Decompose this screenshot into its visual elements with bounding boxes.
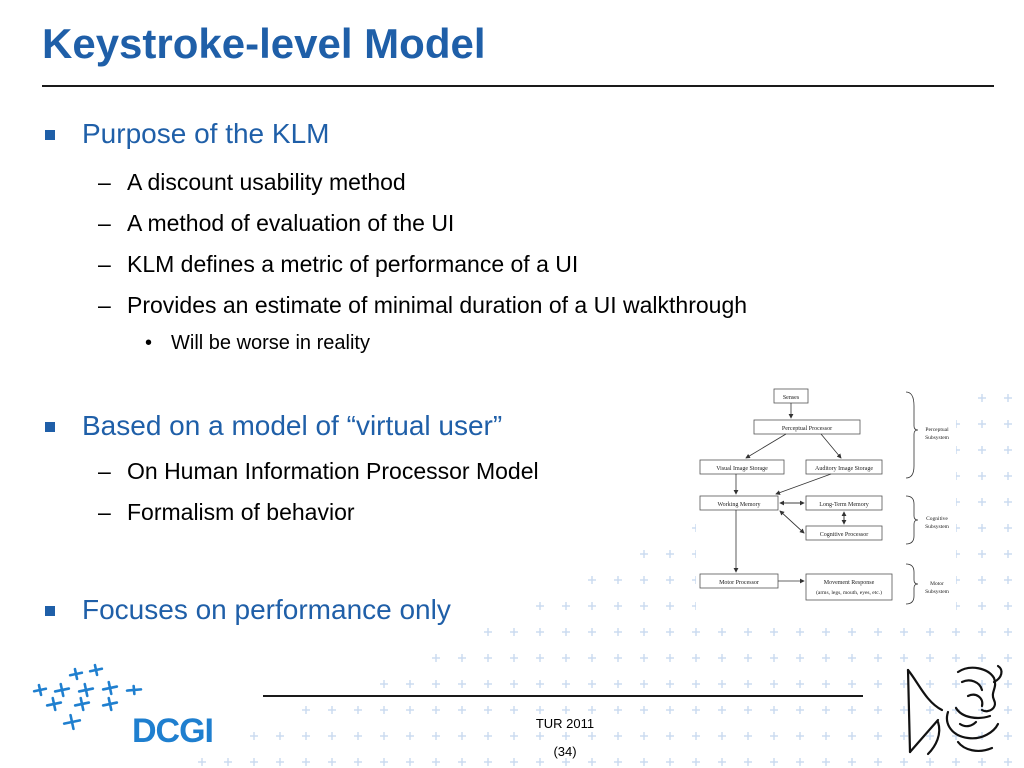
title-divider <box>42 85 994 87</box>
auditory-image-storage-box <box>805 459 883 475</box>
dcgi-logo-text: DCGI <box>132 712 214 750</box>
human-processor-diagram: Senses Perceptual Processor Visual Image… <box>696 386 956 611</box>
motor-processor-label: Motor Processor <box>719 580 759 586</box>
dash-bullet-icon: – <box>98 169 111 195</box>
cognitive-subsystem-label: Cognitive <box>926 516 948 522</box>
movement-response-detail-label: (arms, legs, mouth, eyes, etc.) <box>816 589 882 596</box>
square-bullet-icon <box>45 606 55 616</box>
dash-bullet-icon: – <box>98 292 111 318</box>
auditory-image-storage-label: Auditory Image Storage <box>815 466 873 472</box>
visual-image-storage-box <box>699 459 785 475</box>
cognitive-processor-label: Cognitive Processor <box>820 532 869 538</box>
dash-bullet-icon: – <box>98 458 111 484</box>
senses-label: Senses <box>783 395 800 401</box>
cognitive-processor-box <box>805 525 883 541</box>
slide-title: Keystroke-level Model <box>42 20 486 67</box>
long-term-memory-label: Long-Term Memory <box>819 502 868 508</box>
ctu-lion-logo-icon <box>906 664 1003 756</box>
square-bullet-icon <box>45 422 55 432</box>
movement-response-label: Movement Response <box>824 580 875 586</box>
motor-subsystem-label: Motor <box>930 581 944 587</box>
working-memory-label: Working Memory <box>717 502 760 508</box>
dot-bullet-icon: • <box>145 332 153 354</box>
dash-bullet-icon: – <box>98 251 111 277</box>
dash-bullet-icon: – <box>98 210 111 236</box>
perceptual-processor-box <box>753 419 861 435</box>
dash-bullet-icon: – <box>98 499 111 525</box>
svg-text:Subsystem: Subsystem <box>925 435 950 441</box>
svg-text:Subsystem: Subsystem <box>925 589 950 595</box>
svg-text:Subsystem: Subsystem <box>925 524 950 530</box>
square-bullet-icon <box>45 130 55 140</box>
visual-image-storage-label: Visual Image Storage <box>716 466 768 472</box>
working-memory-box <box>699 495 779 511</box>
dcgi-plus-logo-icon <box>32 663 143 731</box>
footer-divider <box>263 695 863 697</box>
perceptual-subsystem-label: Perceptual <box>925 427 949 433</box>
footer-course: TUR 2011 <box>535 716 595 731</box>
perceptual-processor-label: Perceptual Processor <box>782 426 832 432</box>
footer-page-number: (34) <box>553 744 577 759</box>
long-term-memory-box <box>805 495 883 511</box>
movement-response-box <box>805 573 893 601</box>
